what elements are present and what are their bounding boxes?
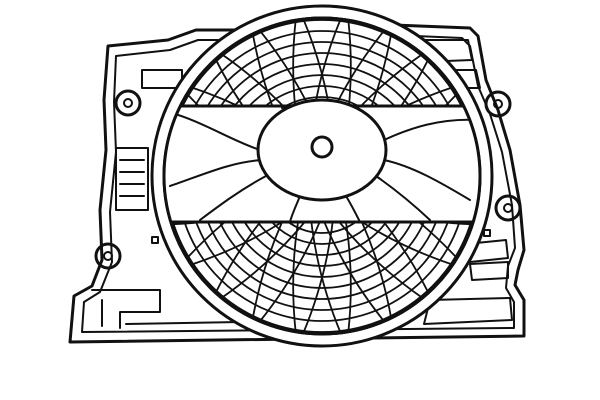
- fan-blade-edge: [375, 175, 431, 221]
- fan-blade-edge: [169, 159, 263, 187]
- fan-blade-edge: [167, 111, 261, 151]
- fan-blade-edge: [289, 195, 301, 223]
- fan-blade-edge: [199, 175, 267, 221]
- fan-hub: [256, 98, 388, 202]
- mounting-hole-top-right: [484, 90, 512, 118]
- fan-blade-edge: [383, 118, 479, 141]
- mounting-holes: [94, 89, 522, 270]
- mounting-hole-bottom-left: [94, 242, 122, 270]
- fan-blade-edge: [345, 195, 361, 223]
- fan-blade-edge: [383, 159, 471, 201]
- mounting-hole-top-left: [114, 89, 142, 117]
- mounting-hole-mid-right: [494, 194, 522, 222]
- left-panel-details: [91, 69, 241, 329]
- fan-opening-edge: [162, 16, 482, 336]
